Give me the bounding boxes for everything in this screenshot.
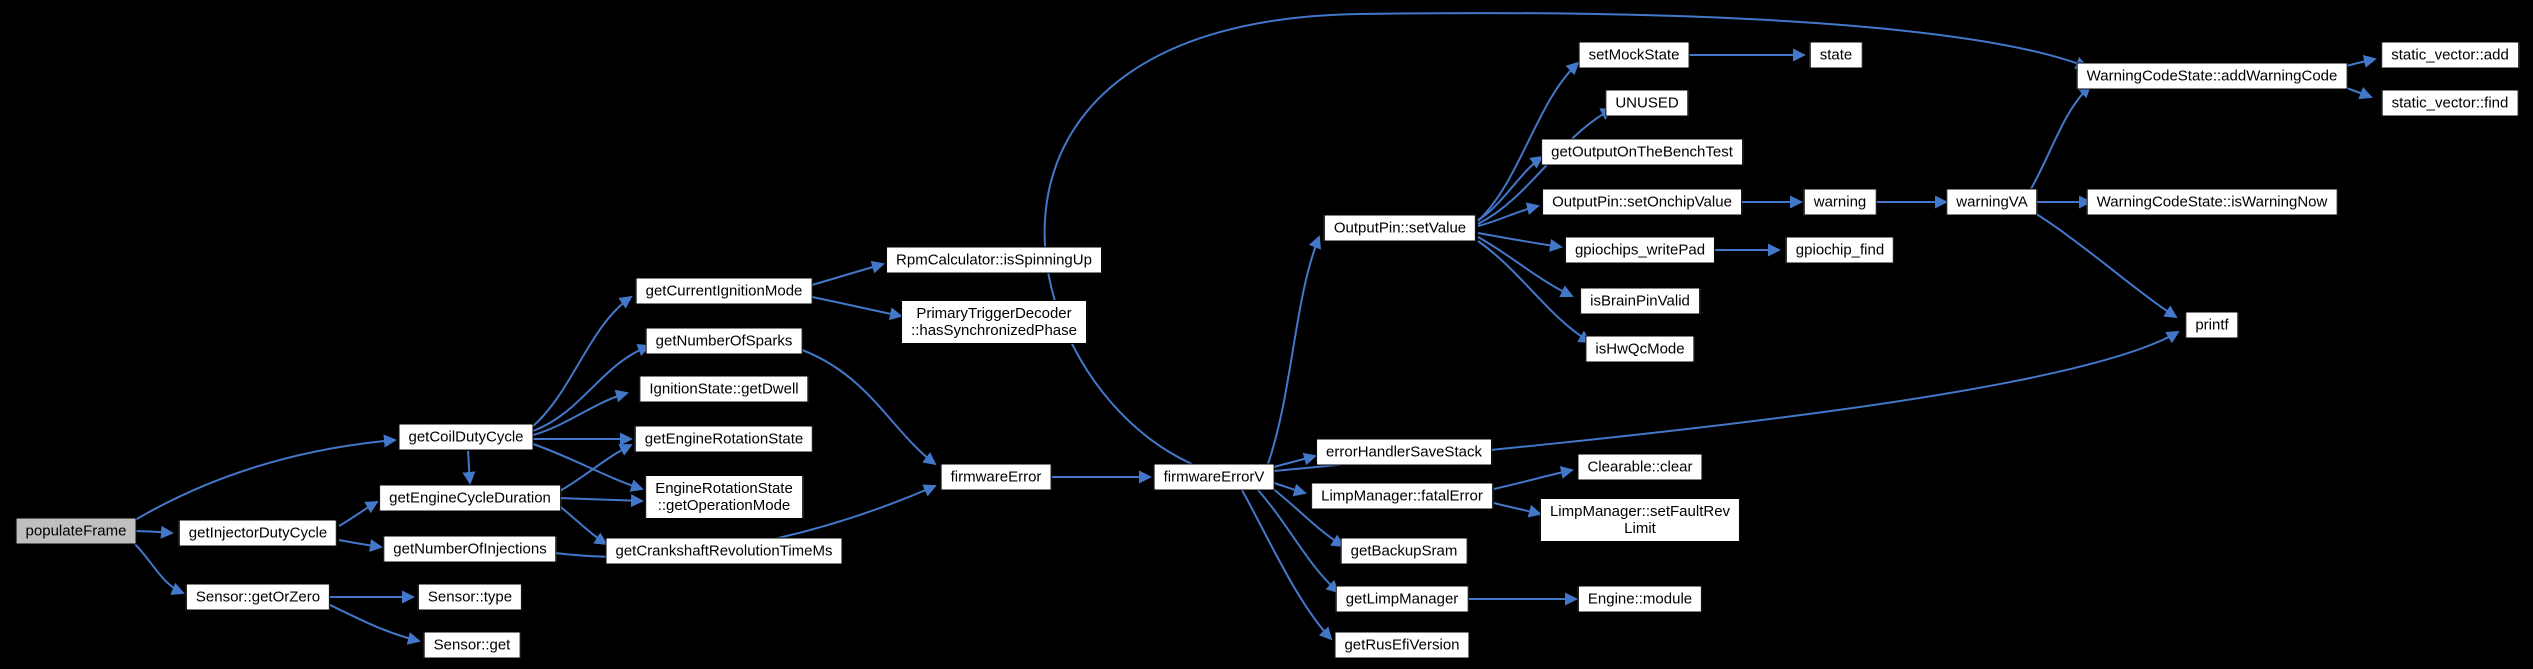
edge-getcurrentignitionmode-to-hassynchronizedphase [811, 296, 903, 321]
edge-getcoildutycycle-to-getenginecycleduration [462, 450, 476, 485]
node-rpmcalculator-isspinningup[interactable]: RpmCalculator::isSpinningUp [886, 246, 1102, 274]
edge-firmwareerrorv-to-errorhandlersavestack [1273, 452, 1317, 468]
node-engine-module[interactable]: Engine::module [1577, 585, 1703, 613]
edge-getcoildutycycle-to-getcurrentignitionmode [530, 295, 633, 429]
node-getenginecycleduration[interactable]: getEngineCycleDuration [379, 484, 561, 512]
edge-getinjectordutycycle-to-getenginecycleduration [338, 501, 379, 527]
node-firmwareerrorv[interactable]: firmwareErrorV [1153, 463, 1275, 491]
edge-warningva-to-addwarningcode [2027, 84, 2092, 195]
node-sensor-getorzero[interactable]: Sensor::getOrZero [185, 583, 331, 611]
node-state[interactable]: state [1809, 41, 1863, 69]
edge-outputpin-setvalue-to-getoutputonthebenchtest [1477, 155, 1544, 221]
edge-outputpin-setvalue-to-isbrainpinvalid [1477, 236, 1574, 298]
edge-outputpin-setvalue-to-gpiochips-writepad [1477, 232, 1563, 252]
node-getcoildutycycle[interactable]: getCoilDutyCycle [398, 423, 534, 451]
edge-firmwareerrorv-to-limpmanager-fatalerror [1273, 482, 1307, 497]
edge-sensor-getorzero-to-sensor-get [327, 603, 421, 645]
edge-firmwareerrorv-to-getbackupsram [1271, 487, 1345, 548]
edge-getcurrentignitionmode-to-rpmcalculator-isspinningup [811, 260, 885, 286]
node-unused[interactable]: UNUSED [1605, 89, 1689, 117]
node-outputpin-setvalue[interactable]: OutputPin::setValue [1323, 214, 1477, 242]
node-iswarningnow[interactable]: WarningCodeState::isWarningNow [2086, 188, 2338, 216]
node-sensor-get[interactable]: Sensor::get [423, 631, 521, 659]
edge-outputpin-setvalue-to-setmockstate [1477, 61, 1580, 222]
node-gpiochip-find[interactable]: gpiochip_find [1785, 236, 1895, 264]
edge-warningva-to-printf [2029, 209, 2178, 319]
edge-getcoildutycycle-to-ignitionstate-getdwell [532, 389, 629, 436]
edge-getcoildutycycle-to-getoperationmode [532, 443, 644, 492]
node-setfaultrevlimit[interactable]: LimpManager::setFaultRev Limit [1539, 498, 1741, 542]
node-warning[interactable]: warning [1803, 188, 1877, 216]
edge-fatalerror-to-setfaultrevlimit [1493, 502, 1542, 518]
node-getbackupsram[interactable]: getBackupSram [1340, 537, 1468, 565]
edge-populateframe-to-getcoildutycycle [129, 434, 397, 524]
edge-outputpin-setvalue-to-ishwqcmode [1477, 240, 1592, 343]
node-ignitionstate-getdwell[interactable]: IgnitionState::getDwell [639, 375, 809, 403]
node-getnumberofsparks[interactable]: getNumberOfSparks [645, 327, 803, 355]
edge-firmwareerrorv-to-getlimpmanager [1257, 489, 1340, 594]
node-printf[interactable]: printf [2185, 311, 2239, 339]
node-getrusefiversion[interactable]: getRusEfiVersion [1334, 631, 1470, 659]
edge-getnumberofsparks-to-firmwareerror [793, 346, 937, 466]
node-limpmanager-fatalerror[interactable]: LimpManager::fatalError [1311, 482, 1493, 510]
node-gpiochips-writepad[interactable]: gpiochips_writePad [1564, 236, 1716, 264]
edge-outputpin-setvalue-to-setonchipvalue [1477, 202, 1540, 227]
edge-populateframe-to-getinjectordutycycle [131, 525, 174, 539]
node-getoperationmode[interactable]: EngineRotationState ::getOperationMode [645, 475, 803, 519]
edge-populateframe-to-sensor-getorzero [130, 539, 185, 595]
node-setmockstate[interactable]: setMockState [1578, 41, 1690, 69]
edge-outputpin-setvalue-to-unused [1477, 108, 1614, 225]
edge-getcoildutycycle-to-getnumberofsparks [532, 343, 651, 432]
node-getenginerotationstate[interactable]: getEngineRotationState [634, 425, 814, 453]
node-getcurrentignitionmode[interactable]: getCurrentIgnitionMode [635, 277, 813, 305]
node-getnumberofinjections[interactable]: getNumberOfInjections [383, 535, 557, 563]
node-clearable-clear[interactable]: Clearable::clear [1577, 453, 1703, 481]
node-warningva[interactable]: warningVA [1946, 188, 2038, 216]
edge-getinjectordutycycle-to-getnumberofinjections [338, 539, 383, 552]
edge-fatalerror-to-clearable-clear [1493, 466, 1574, 490]
node-static-vector-find[interactable]: static_vector::find [2381, 89, 2519, 117]
node-firmwareerror[interactable]: firmwareError [940, 463, 1052, 491]
node-hassynchronizedphase[interactable]: PrimaryTriggerDecoder ::hasSynchronizedP… [901, 300, 1087, 344]
node-getinjectordutycycle[interactable]: getInjectorDutyCycle [178, 519, 338, 547]
node-sensor-type[interactable]: Sensor::type [417, 583, 523, 611]
edge-firmwareerrorv-to-outputpin-setvalue [1267, 235, 1321, 465]
node-addwarningcode[interactable]: WarningCodeState::addWarningCode [2076, 62, 2348, 90]
edge-getenginecycleduration-to-getoperationmode [557, 494, 644, 508]
edge-getenginecycleduration-to-getcrankshaftrevolutiontimems [557, 504, 608, 546]
node-getoutputonthebenchtest[interactable]: getOutputOnTheBenchTest [1541, 138, 1743, 166]
node-getlimpmanager[interactable]: getLimpManager [1335, 585, 1469, 613]
node-getcrankshaftrevolutiontimems[interactable]: getCrankshaftRevolutionTimeMs [605, 537, 843, 565]
node-errorhandlersavestack[interactable]: errorHandlerSaveStack [1316, 438, 1492, 466]
edge-firmwareerrorv-to-getrusefiversion [1241, 489, 1333, 641]
node-isbrainpinvalid[interactable]: isBrainPinValid [1580, 287, 1700, 315]
node-outputpin-setonchipvalue[interactable]: OutputPin::setOnchipValue [1542, 188, 1742, 216]
node-populateframe: populateFrame [15, 517, 137, 545]
edge-getenginecycleduration-to-getenginerotationstate [557, 444, 633, 493]
node-ishwqcmode[interactable]: isHwQcMode [1585, 335, 1695, 363]
node-static-vector-add[interactable]: static_vector::add [2381, 41, 2519, 69]
